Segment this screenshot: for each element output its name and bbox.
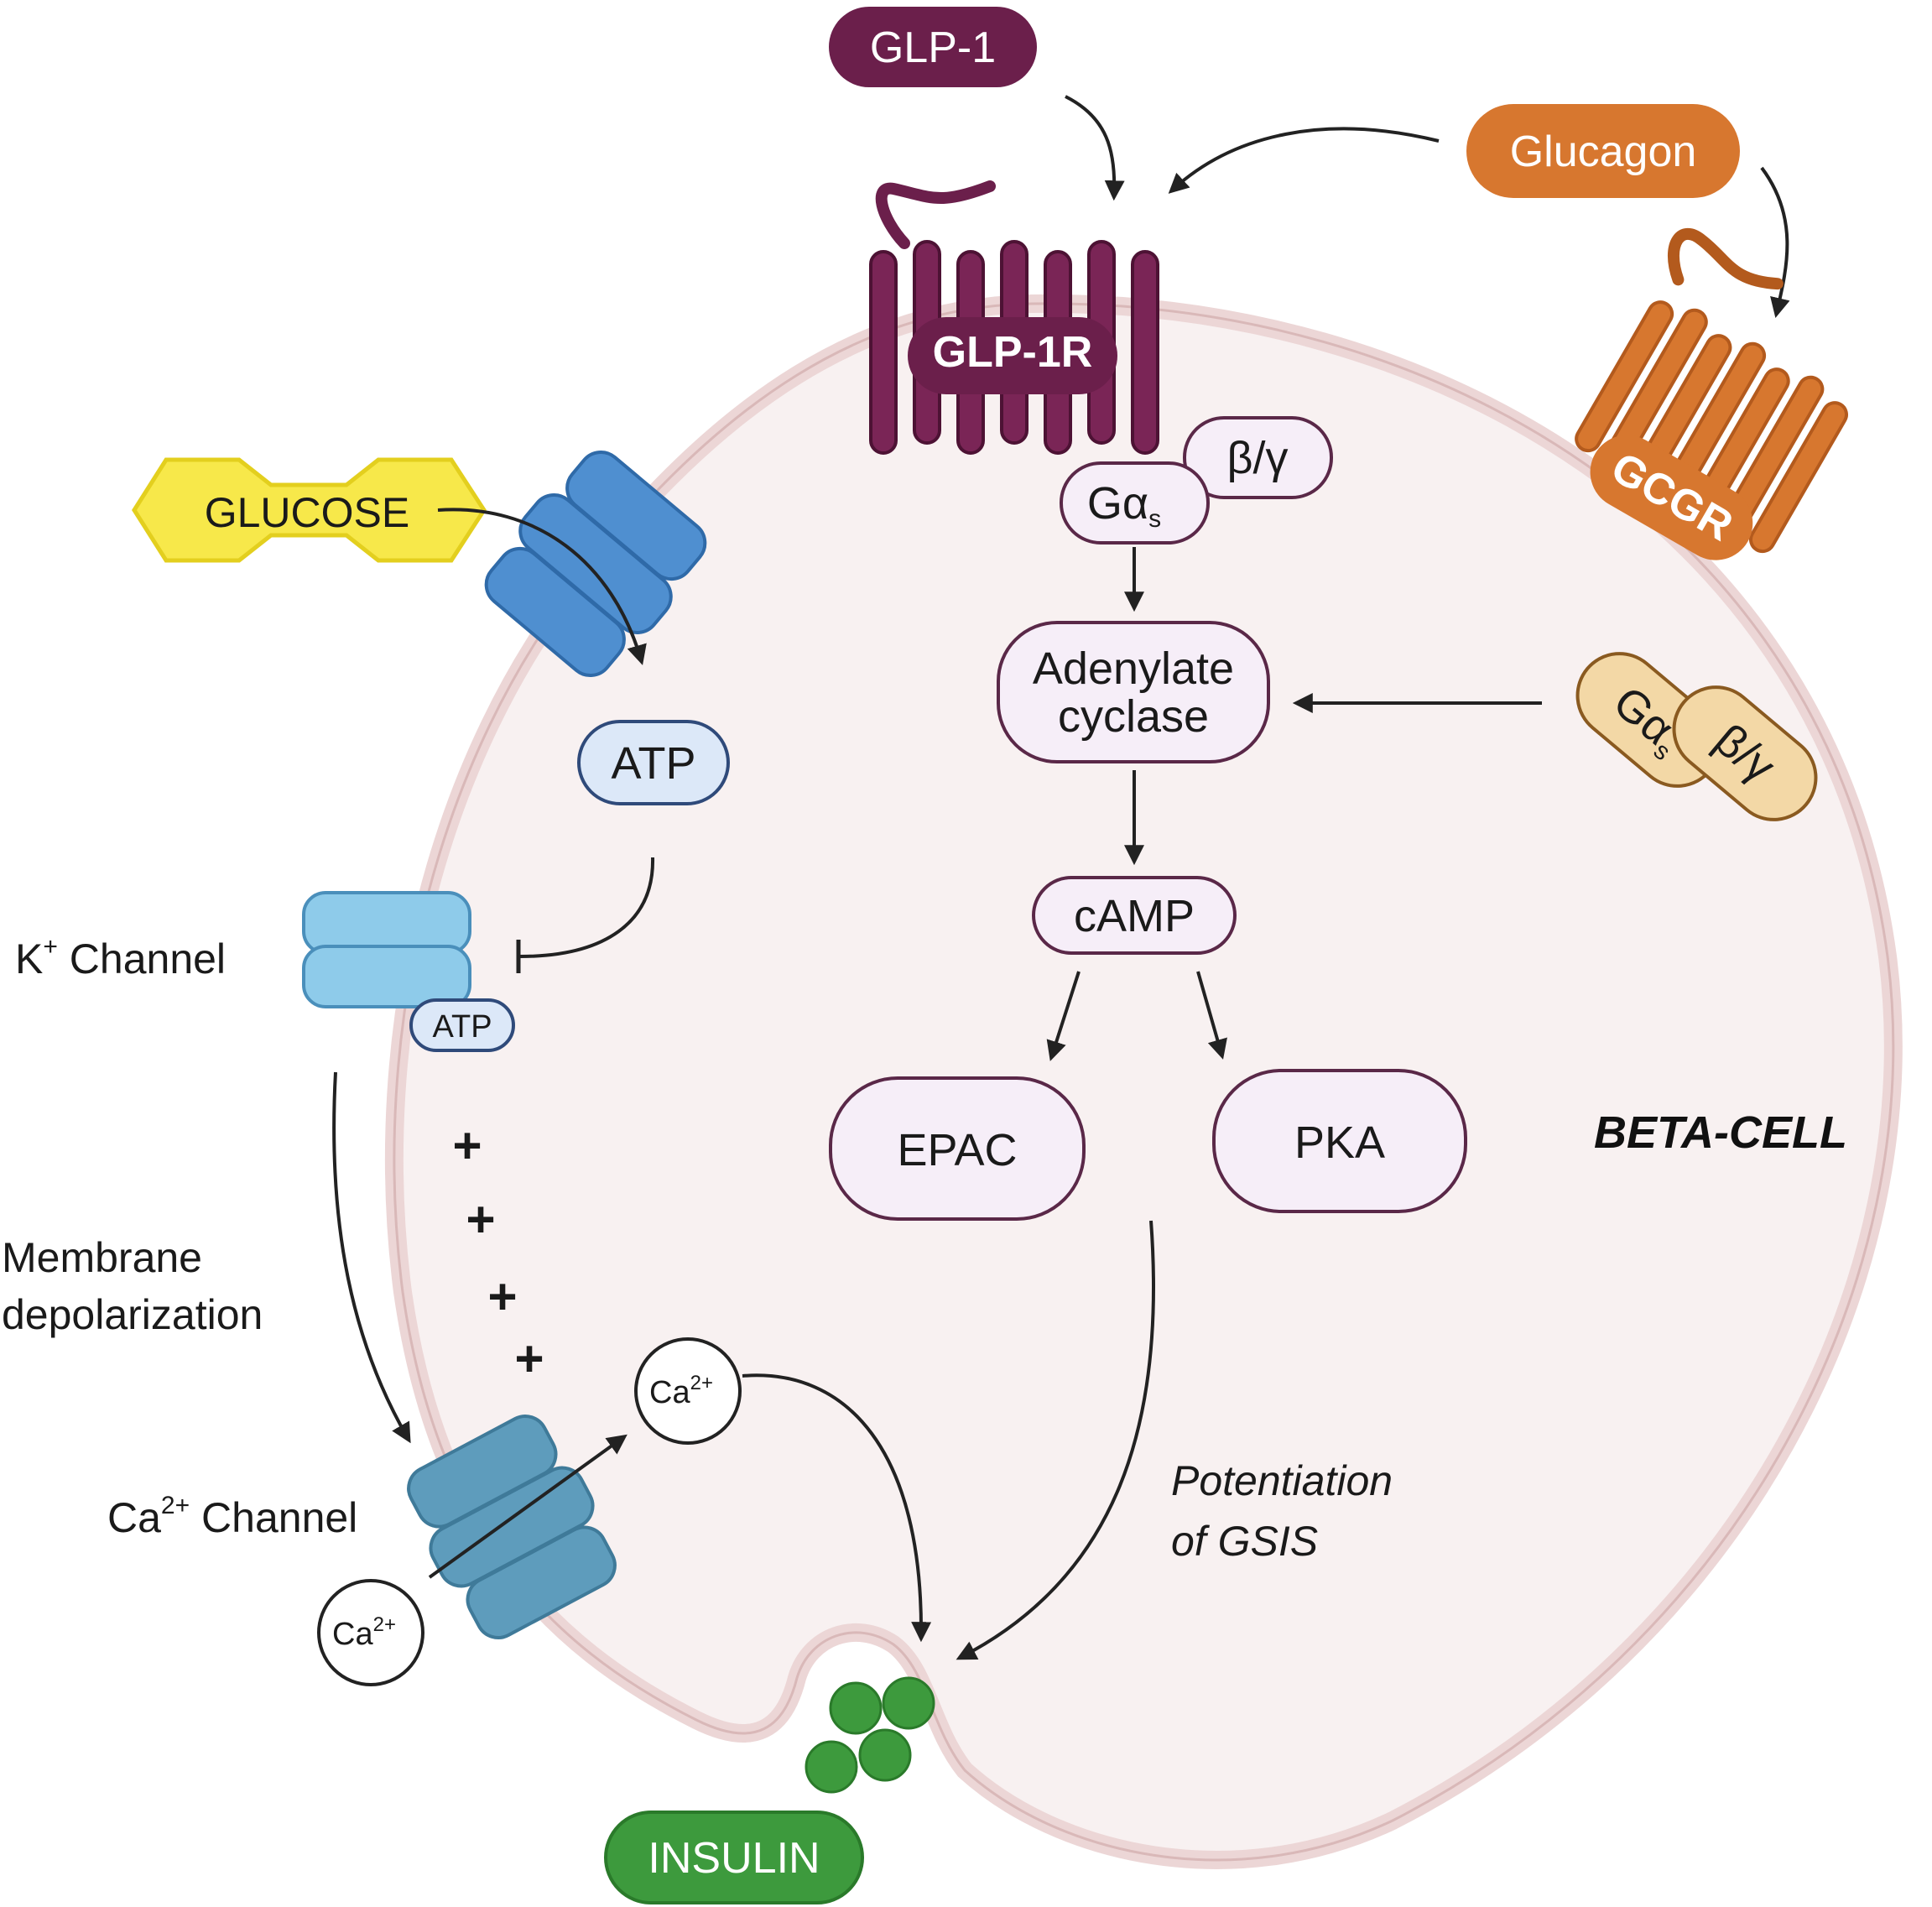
glp1r-label: GLP-1R	[933, 328, 1093, 377]
glp1-ligand: GLP-1	[829, 7, 1037, 87]
adenylate-cyclase-node: Adenylate cyclase	[997, 621, 1270, 763]
potentiation-label-line2: of GSIS	[1171, 1518, 1318, 1565]
k-channel-label: K+ Channel	[15, 933, 226, 982]
epac-label: EPAC	[897, 1125, 1017, 1175]
camp-to-epac-arrow	[1046, 971, 1081, 1061]
ca-ion-inside: Ca2+	[634, 1337, 742, 1445]
glucagon-to-gcgr-arrow	[1760, 166, 1790, 319]
plus-sign: +	[514, 1331, 544, 1387]
cascade-arrows	[742, 547, 1542, 1660]
adenylate-cyclase-line1: Adenylate	[1033, 643, 1234, 694]
ligand-arrows	[1065, 95, 1790, 319]
camp-label: cAMP	[1074, 891, 1195, 941]
pka-label: PKA	[1294, 1118, 1385, 1168]
glp1-to-receptor-arrow	[1065, 95, 1125, 201]
insulin-pill: INSULIN	[604, 1811, 864, 1904]
glp1r-receptor: GLP-1R	[869, 180, 1159, 455]
gprotein-gcgr: Gαs β/γ	[1575, 652, 1818, 821]
ca-ion-outside: Ca2+	[317, 1579, 424, 1686]
glucagon-ligand: Glucagon	[1466, 104, 1740, 198]
insulin-granules	[805, 1676, 935, 1794]
pka-to-insulin-arrow	[956, 1220, 1156, 1660]
adenylate-cyclase-line2: cyclase	[1058, 691, 1209, 742]
glucagon-to-glp1r-arrow	[1168, 127, 1440, 194]
beta-cell-body	[384, 294, 1903, 1869]
plus-sign: +	[452, 1118, 482, 1174]
gprotein-glp1r: β/γ Gαs	[1060, 416, 1333, 544]
beta-cell-label: BETA-CELL	[1594, 1107, 1847, 1158]
glp1r-helix	[1131, 250, 1159, 455]
beta-gamma-glp1r-label: β/γ	[1226, 433, 1288, 483]
atp-inhibits-k-channel	[519, 857, 655, 958]
plus-sign: +	[487, 1269, 517, 1325]
positive-charges: + + + +	[452, 1118, 544, 1387]
svg-text:Ca2+: Ca2+	[332, 1613, 396, 1652]
ca-influx-arrow	[428, 1434, 628, 1579]
gcgr-helix	[1575, 300, 1674, 453]
camp-to-pka-arrow	[1196, 971, 1227, 1060]
galpha-glp1r-label: Gαs	[1087, 478, 1161, 533]
gcgr-helix	[1748, 401, 1848, 554]
atp-small-label: ATP	[432, 1009, 492, 1045]
glucose-entry-arrow	[437, 508, 647, 665]
potentiation-label-line1: Potentiation	[1171, 1457, 1393, 1504]
ca-channel-label: Ca2+ Channel	[107, 1492, 357, 1541]
depolarization-arrow	[332, 1071, 411, 1444]
pka-node: PKA	[1212, 1069, 1467, 1213]
glucose-label: GLUCOSE	[205, 489, 410, 536]
atp-label: ATP	[611, 738, 695, 789]
glucose-molecule: GLUCOSE	[132, 457, 487, 563]
epac-node: EPAC	[829, 1076, 1086, 1221]
ca-channel	[407, 1415, 617, 1639]
atp-node: ATP	[577, 720, 730, 805]
membrane-label-line1: Membrane	[2, 1234, 202, 1281]
insulin-label: INSULIN	[648, 1834, 820, 1883]
glucose-transporter	[484, 450, 707, 678]
glp1r-helix	[869, 250, 898, 455]
plus-sign: +	[466, 1191, 495, 1248]
glp1-label: GLP-1	[870, 23, 996, 72]
ca-to-insulin-arrow	[742, 1373, 932, 1643]
glucagon-label: Glucagon	[1510, 128, 1697, 176]
svg-text:Ca2+: Ca2+	[649, 1372, 713, 1410]
gcgr-receptor: GCGR	[1575, 227, 1848, 560]
camp-node: cAMP	[1032, 876, 1237, 955]
membrane-label-line2: depolarization	[2, 1291, 263, 1338]
k-channel: ATP	[302, 891, 515, 1052]
